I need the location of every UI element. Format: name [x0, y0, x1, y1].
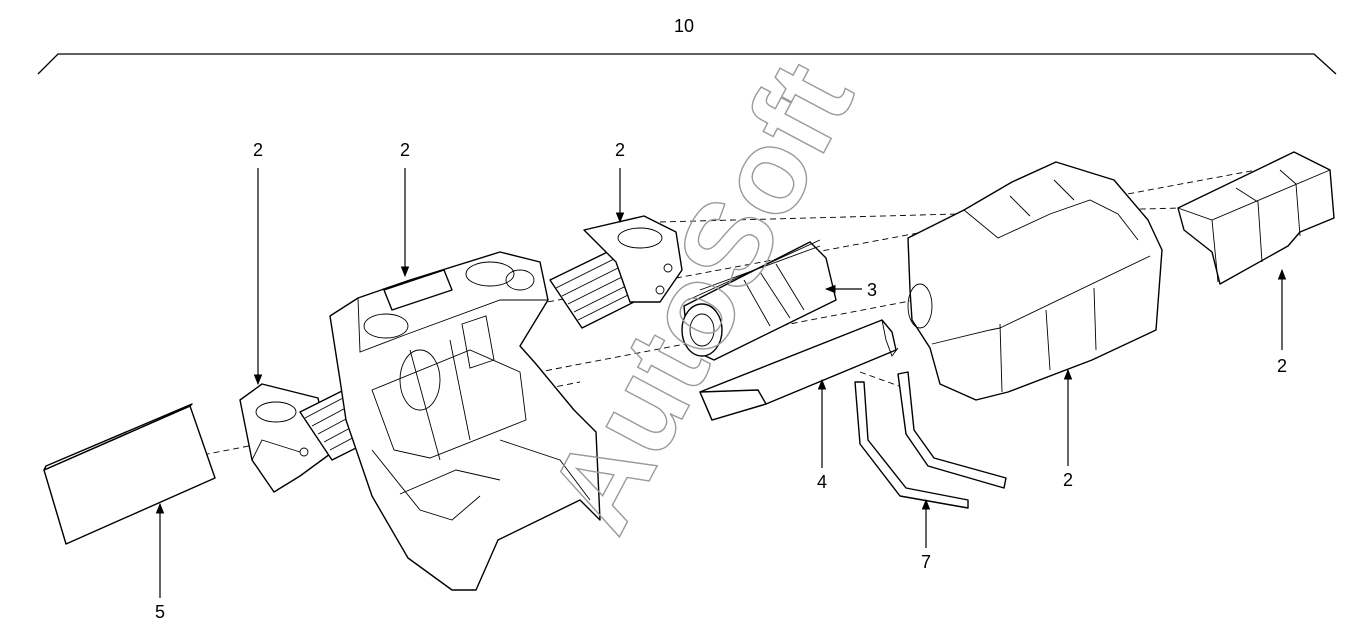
callout-bobbin: 3: [867, 280, 877, 300]
callout-assembly: 10: [674, 16, 694, 36]
right-cap-part: [1177, 151, 1335, 285]
callout-pipes: 7: [921, 552, 931, 572]
callout-right-cap: 2: [1277, 356, 1287, 376]
leader-lines: [155, 168, 1287, 598]
plate-part: [699, 319, 899, 421]
callout-center-cap: 2: [615, 140, 625, 160]
callout-left-cap: 2: [253, 140, 263, 160]
main-housing-part: [329, 251, 601, 591]
right-housing-part: [907, 161, 1163, 401]
pipes-part: [854, 371, 1007, 509]
callout-left-block: 5: [155, 602, 165, 622]
callout-right-housing: 2: [1063, 470, 1073, 490]
assembly-bracket: [37, 53, 1337, 75]
callout-plate: 4: [817, 472, 827, 492]
center-cap-part: [583, 215, 683, 303]
left-block-part: [43, 403, 216, 545]
callout-top-left-housing: 2: [400, 140, 410, 160]
bobbin-part: [681, 239, 837, 361]
callout-labels: 10 2 2 2 3 4 5 2 7 2: [155, 16, 1287, 622]
